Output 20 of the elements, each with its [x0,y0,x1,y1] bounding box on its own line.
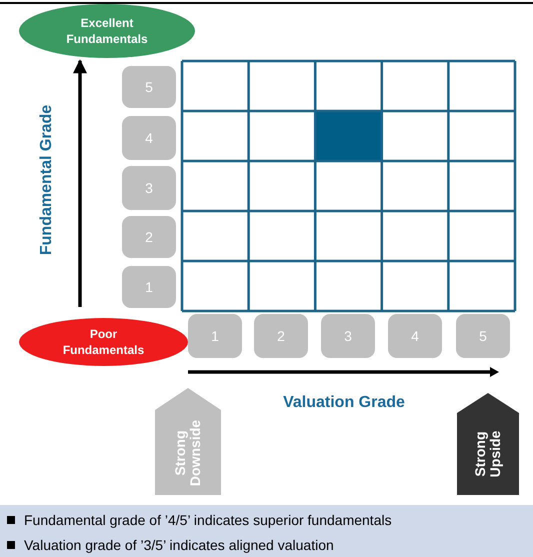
grade-box: 3 [321,314,375,358]
axis-title: Valuation Grade [282,393,406,413]
grade-box: 4 [122,116,176,160]
arrow-label: Strong Upside [473,430,503,480]
arrow [73,59,87,307]
grade-box: 2 [254,314,308,358]
note-text: Fundamental grade of ’4/5’ indicates superior fundamentals [24,512,392,528]
grade-box: 3 [122,166,176,210]
note-text: Valuation grade of ’3/5’ indicates aligned valuation [24,537,334,553]
ellipse-label: Poor Fundamentals [62,326,146,358]
grade-box: 2 [122,216,176,258]
grade-box: 5 [122,66,176,108]
grade-box: 1 [188,314,242,358]
arrow-label: Strong Downside [173,418,203,488]
grade-box: 5 [456,314,510,358]
axis-title: Fundamental Grade [37,104,56,258]
grade-box: 1 [122,266,176,308]
poor-ellipse [19,318,188,366]
ellipse-label: Excellent Fundamentals [65,15,149,47]
grade-box: 4 [388,314,442,358]
